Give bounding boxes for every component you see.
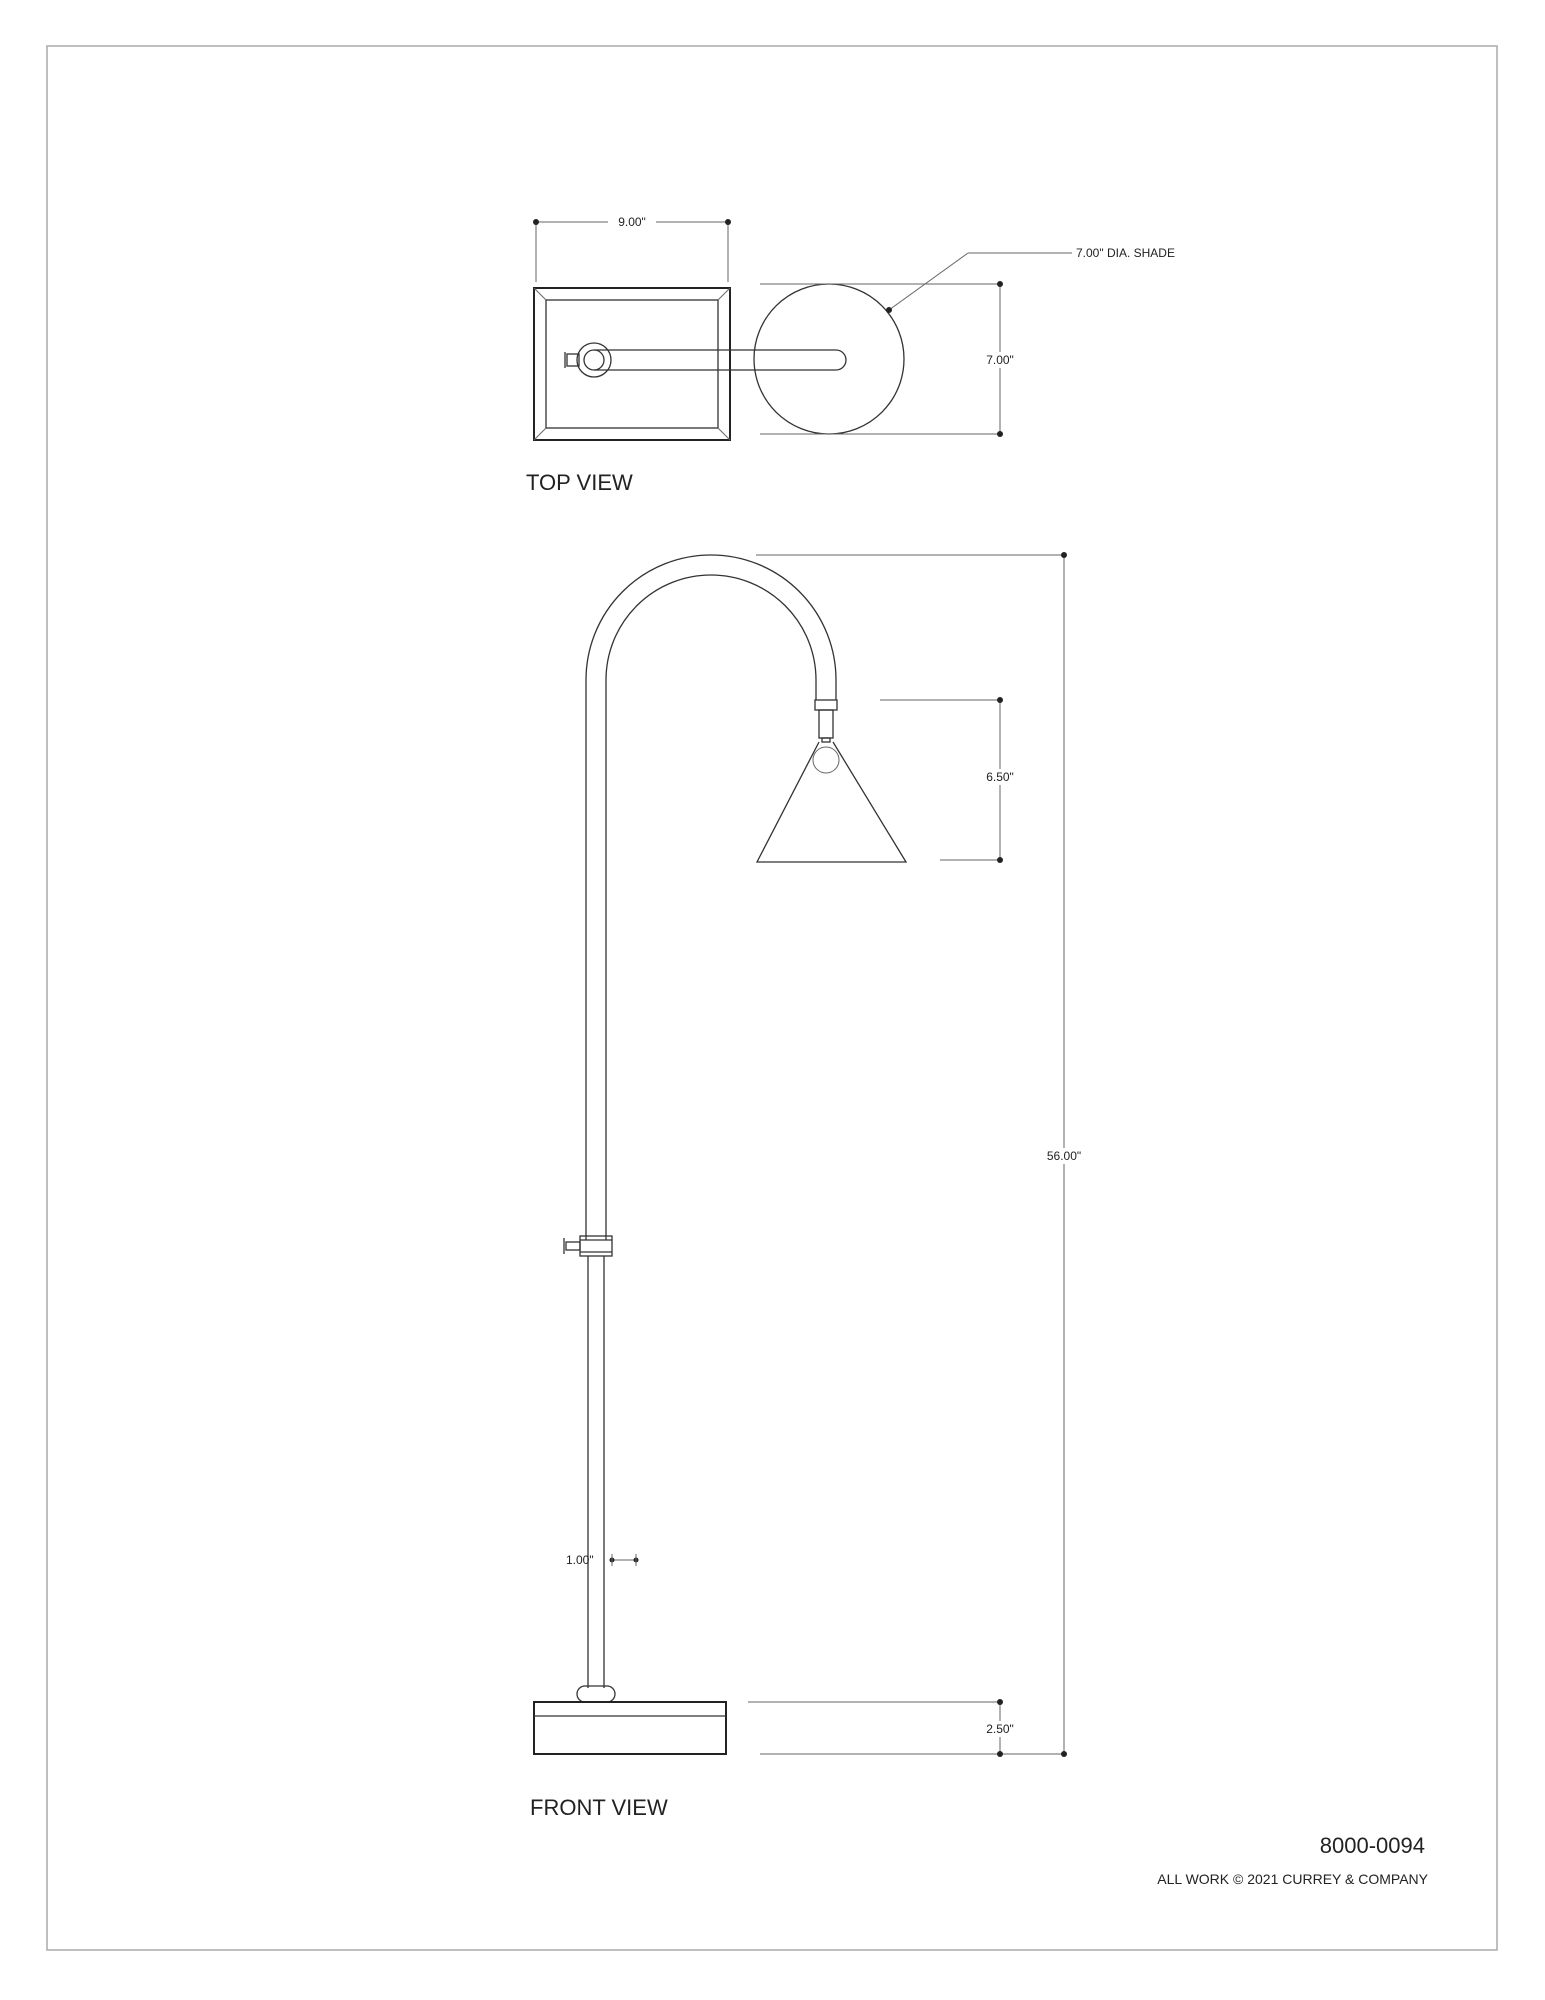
title-block: 8000-0094 ALL WORK © 2021 CURREY & COMPA…: [1157, 1833, 1428, 1887]
shade-height-dimension: 6.50": [880, 697, 1022, 863]
pole-dimension: 1.00": [566, 1553, 639, 1567]
pole-clamp-top: [564, 342, 612, 378]
front-view: 6.50" 1.00": [530, 552, 1090, 1820]
width-dim-label: 9.00": [618, 215, 646, 229]
lower-pole: [587, 1256, 605, 1688]
shade-front: [755, 741, 908, 863]
height-clamp: [563, 1235, 613, 1257]
shade-dimension: 7.00": [760, 281, 1022, 437]
base-plate-top: [533, 287, 731, 441]
top-view: 9.00": [526, 214, 1175, 495]
width-dimension: 9.00": [533, 214, 731, 282]
shade-height-dim-label: 6.50": [986, 770, 1014, 784]
sheet-border: [46, 45, 1498, 1951]
arm-top: [594, 349, 847, 371]
bulb: [812, 746, 840, 774]
base-height-dimension: 2.50": [748, 1699, 1064, 1757]
copyright: ALL WORK © 2021 CURREY & COMPANY: [1157, 1871, 1428, 1887]
overall-height-dimension: 56.00": [756, 552, 1090, 1757]
overall-height-dim-label: 56.00": [1047, 1149, 1081, 1163]
pole-dim-label: 1.00": [566, 1553, 594, 1567]
front-view-label: FRONT VIEW: [530, 1795, 668, 1820]
pole-arch: [585, 554, 837, 1240]
shade-dim-label: 7.00": [986, 353, 1014, 367]
top-view-label: TOP VIEW: [526, 470, 633, 495]
socket: [814, 699, 838, 743]
shade-callout-label: 7.00" DIA. SHADE: [1076, 246, 1175, 260]
base-height-dim-label: 2.50": [986, 1722, 1014, 1736]
pole-foot: [576, 1685, 616, 1703]
part-number: 8000-0094: [1320, 1833, 1425, 1858]
shade-top: [753, 283, 905, 435]
base-front: [533, 1701, 727, 1755]
shade-callout: 7.00" DIA. SHADE: [886, 246, 1175, 313]
